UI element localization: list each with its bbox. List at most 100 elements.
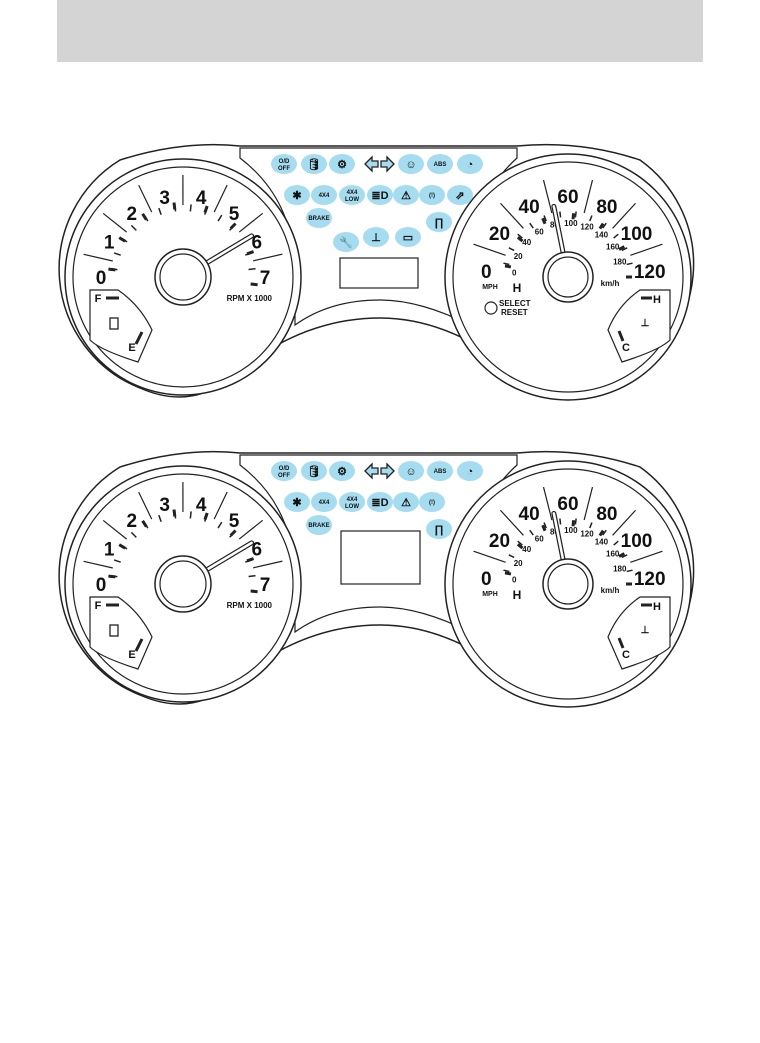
door-ajar-icon: ⇗: [455, 190, 464, 202]
temperature-gauge: HC⊥: [607, 596, 671, 670]
speedometer-h-label: H: [513, 281, 522, 295]
tach-label: 4: [196, 495, 207, 516]
warning-light-battery-icon: ▭: [395, 227, 421, 247]
od-off-label: OFF: [278, 166, 290, 172]
warning-light-background: [419, 492, 445, 512]
seatbelt-icon: ☺: [405, 159, 416, 171]
mph-minor-tick: [508, 247, 515, 252]
tach-minor-tick: [248, 574, 256, 578]
needle: [552, 512, 565, 562]
speed-control-icon: ◔: [467, 466, 474, 478]
tach-minor-tick: [120, 237, 128, 243]
mph-minor-tick: [529, 222, 534, 229]
mph-label: 80: [596, 504, 617, 525]
warning-light-background: [426, 519, 452, 539]
tach-label: 4: [196, 188, 207, 209]
brake-label: BRAKE: [308, 523, 329, 529]
warning-light-background: [398, 461, 424, 481]
reset-label: RESET: [501, 308, 528, 317]
tach-half-tick: [213, 184, 228, 213]
tach-minor-tick: [245, 252, 253, 256]
warning-light-background: [301, 154, 327, 174]
warning-light-background: [271, 154, 297, 174]
warning-light-background: [284, 492, 310, 512]
mph-ten-tick: [630, 243, 663, 256]
tach-half-tick: [238, 212, 264, 233]
mph-major-tick: [571, 213, 576, 220]
tach-label: 1: [104, 232, 115, 253]
warning-light-check-engine-icon: ⚙: [329, 154, 355, 174]
wrench-icon: 🔧: [339, 235, 353, 249]
tach-major-tick: [250, 282, 258, 287]
mph-ten-tick: [473, 243, 506, 256]
warning-light-safety-belt-minder-icon: ∏: [426, 212, 452, 232]
kmh-label: 180: [613, 258, 627, 267]
kmh-label: 20: [514, 559, 523, 568]
warning-light-brake: BRAKE: [306, 208, 332, 228]
safety-belt-minder-icon: ∏: [434, 524, 443, 536]
kmh-label: 100: [564, 219, 578, 228]
tach-hub-inner: [159, 560, 207, 608]
kmh-label: 0: [512, 268, 517, 277]
check-engine-icon: ⚙: [337, 466, 347, 478]
mph-ten-tick: [473, 550, 506, 563]
mph-minor-tick: [602, 529, 607, 536]
mph-minor-tick: [626, 569, 633, 573]
warning-light-background: [284, 185, 310, 205]
needle: [204, 234, 253, 265]
tach-major-tick: [250, 589, 258, 594]
mph-label: 100: [621, 531, 653, 552]
warning-light-door-ajar-icon: ⇗: [447, 185, 473, 205]
warning-light-wrench-icon: 🔧: [333, 232, 359, 252]
mph-ten-tick: [583, 486, 594, 521]
tach-label: 6: [252, 539, 263, 560]
warning-light-high-beam-icon: ≣D: [367, 185, 393, 205]
4x4-low-label: LOW: [345, 197, 359, 203]
tach-half-tick: [253, 560, 283, 569]
kmh-label: 80: [550, 528, 559, 537]
mph-minor-tick: [602, 222, 607, 229]
mph-minor-tick: [589, 215, 593, 222]
coolant-temp-icon: ⊥: [371, 232, 381, 244]
warning-light-background: [329, 461, 355, 481]
oil-pressure-icon: 🛢: [307, 158, 321, 171]
needle: [204, 541, 253, 572]
tach-half-tick: [83, 253, 113, 262]
warning-light-background: [306, 515, 332, 535]
mph-minor-tick: [621, 554, 628, 559]
mph-minor-tick: [559, 518, 562, 525]
warning-light-background: [398, 154, 424, 174]
fuel-empty-tick: [134, 331, 144, 345]
kmh-label: 140: [595, 231, 609, 240]
fuel-empty-tick: [134, 638, 144, 652]
warning-light-background: [393, 492, 419, 512]
tach-minor-tick: [143, 521, 149, 529]
warning-light-seatbelt-icon: ☺: [398, 154, 424, 174]
mph-ten-tick: [542, 179, 553, 214]
warning-light-background: [311, 492, 337, 512]
fuel-gauge: FE: [89, 596, 153, 670]
tach-half-tick: [253, 253, 283, 262]
tach-label: 5: [229, 511, 240, 532]
tach-label: 7: [260, 268, 271, 289]
temp-hot-label: H: [653, 294, 661, 306]
header-band: [57, 0, 703, 62]
tire-pressure-icon-label: (!): [429, 500, 435, 506]
temp-cold-label: C: [622, 342, 630, 354]
mph-label: 0: [481, 569, 492, 590]
od-off-label: O/D: [279, 466, 290, 472]
tach-label: 6: [252, 232, 263, 253]
mph-label: 120: [634, 262, 666, 283]
tach-minor-tick: [143, 214, 149, 222]
mph-ten-tick: [630, 550, 663, 563]
tach-minor-tick: [217, 521, 223, 529]
warning-light-seatbelt-icon: ☺: [398, 461, 424, 481]
kmh-label: 60: [535, 534, 544, 543]
turn-right-icon: [380, 155, 395, 173]
mph-minor-tick: [574, 211, 577, 218]
